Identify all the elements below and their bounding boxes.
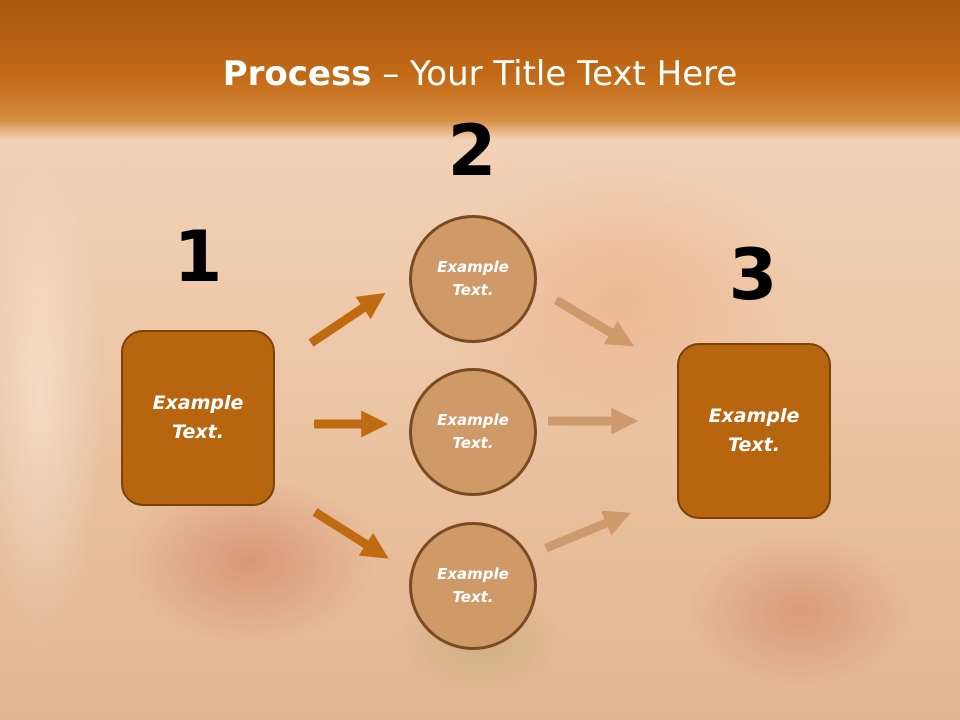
circle-bottom[interactable]: Example Text. — [409, 522, 537, 650]
arrow-left-to-top — [308, 292, 386, 347]
circle-top-text: Example Text. — [437, 258, 509, 299]
step-number-3: 3 — [728, 234, 778, 316]
title-bold: Process — [222, 54, 372, 94]
circle-top[interactable]: Example Text. — [409, 215, 537, 343]
arrow-bottom-to-right — [544, 510, 631, 553]
step-number-1: 1 — [173, 216, 223, 298]
step-number-2: 2 — [447, 110, 497, 192]
title-rest: – Your Title Text Here — [371, 54, 738, 94]
arrow-left-to-bottom — [312, 508, 389, 559]
left-box-text: Example Text. — [152, 392, 244, 443]
title-bar — [0, 0, 960, 140]
arrow-top-to-right — [553, 296, 634, 347]
left-box[interactable]: Example Text. — [121, 330, 275, 506]
circle-middle[interactable]: Example Text. — [409, 368, 537, 496]
circle-middle-text: Example Text. — [437, 411, 509, 452]
right-box-text: Example Text. — [708, 405, 800, 456]
right-box[interactable]: Example Text. — [677, 343, 831, 519]
circle-bottom-text: Example Text. — [437, 565, 509, 606]
slide-title[interactable]: Process – Your Title Text Here — [0, 52, 960, 96]
